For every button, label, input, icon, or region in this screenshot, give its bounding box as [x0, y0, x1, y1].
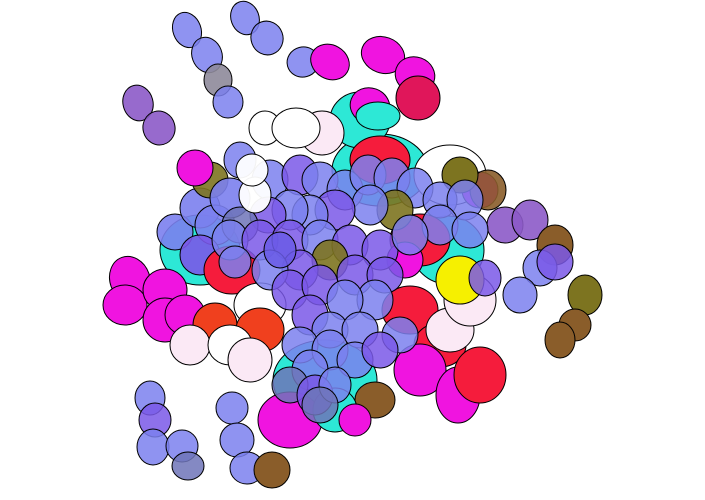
ellipse-blue-violet-131	[263, 231, 297, 269]
ellipse-periwinkle-43	[215, 391, 249, 425]
ellipse-purple-13	[122, 84, 154, 122]
ellipse-periwinkle-130	[218, 245, 252, 279]
ellipse-pale-pink-63	[227, 337, 273, 383]
ellipse-periwinkle-12	[212, 85, 244, 119]
ellipse-cyan-21	[355, 101, 401, 131]
ellipse-periwinkle-105	[391, 214, 429, 256]
ellipse-periwinkle-74	[502, 276, 538, 314]
ellipse-magenta-66	[338, 403, 372, 437]
ellipse-slate-42	[171, 451, 205, 481]
ellipse-red-59	[453, 346, 507, 404]
ellipse-magenta-34	[176, 149, 214, 187]
ellipse-white-23	[271, 107, 321, 149]
ellipse-violet-127	[361, 331, 399, 369]
ellipse-brown-46	[253, 451, 291, 489]
ellipse-periwinkle-31	[156, 213, 194, 251]
ellipse-violet-75	[536, 243, 574, 281]
ellipse-violet-79	[468, 259, 502, 297]
ellipse-purple-14	[142, 110, 176, 146]
ellipse-pale-pink-30	[169, 324, 211, 366]
ellipse-slate-125	[301, 386, 339, 424]
ellipse-periwinkle-93	[351, 184, 389, 226]
ellipse-magenta-25	[102, 284, 148, 326]
ellipse-periwinkle-91	[451, 211, 489, 249]
ellipse-periwinkle-40	[136, 428, 170, 466]
ellipse-periwinkle-9	[250, 20, 284, 56]
ellipse-magenta-57	[393, 343, 447, 397]
ellipse-purple-71	[511, 199, 549, 241]
ellipse-crimson-19	[395, 75, 441, 121]
ellipse-magenta-16	[310, 43, 350, 81]
ellipse-white-129	[235, 153, 269, 187]
ellipse-brown-78	[544, 321, 576, 359]
